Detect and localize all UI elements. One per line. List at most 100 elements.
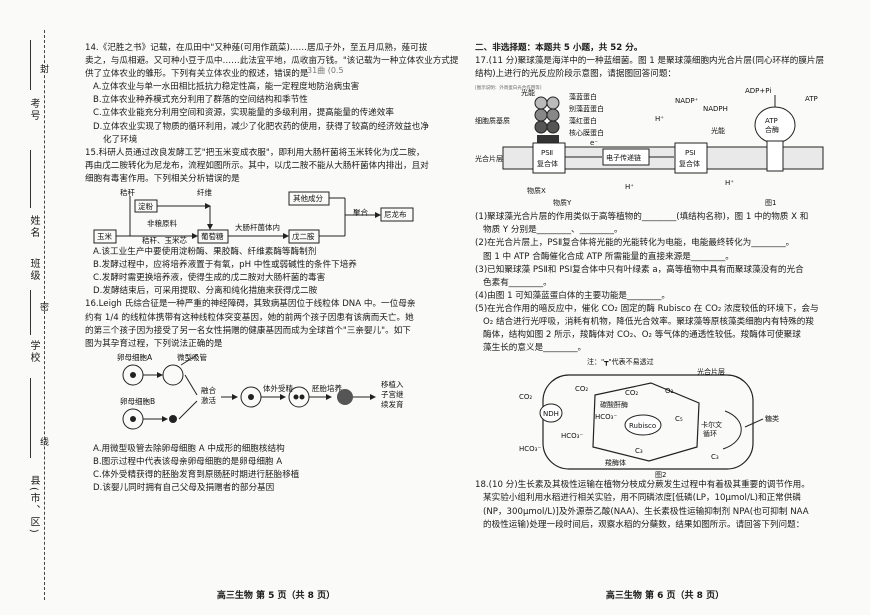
school-label: 学校: [28, 340, 39, 364]
label-glucose: 葡萄糖: [201, 231, 224, 241]
label-nylon: 尼龙布: [384, 209, 407, 219]
label-fuse-2: 激活: [201, 395, 216, 405]
label-apc: 别藻蓝蛋白: [569, 104, 604, 113]
q14-line-1: 14.《汜胜之书》记载，在瓜田中"又种薤(可用作蔬菜)……居瓜子外，至五月瓜熟，…: [85, 43, 428, 53]
fig2-note: 注："┳"代表不易透过: [587, 357, 654, 366]
q17-sub-5d: 藻生长的意义是________。: [483, 343, 587, 354]
q16-line-1: 16.Leigh 氏综合征是一种严重的神经障碍，其致病基因位于线粒体 DNA 中…: [85, 299, 416, 310]
label-lamella-2: 光合片层: [697, 367, 725, 376]
q17-intro-2: 结构)上进行的光反应阶段示意图，请据图回答问题：: [475, 69, 677, 80]
carboxysome: [592, 382, 700, 462]
label-cellulose: 纤维: [197, 187, 212, 197]
label-light-1: 光能: [521, 88, 535, 97]
label-e: e⁻: [590, 139, 598, 147]
label-lamella: 光合片层: [475, 154, 503, 163]
q15-option-d: D.发酵结束后，可采用提取、分离和纯化措施来获得戊二胺: [93, 286, 318, 297]
label-co2-b: CO₂: [625, 389, 638, 397]
q16-ivf-diagram: 卵母细胞A 微型吸管 卵母细胞B 融合: [85, 351, 467, 443]
label-pe: 藻红蛋白: [569, 116, 597, 125]
county-label: 县(市、区): [28, 475, 39, 535]
q17-sub-5b: O₂ 结合进行光呼吸，消耗有机物，降低光合效率。聚球藻等原核藻类细胞内有特殊的羧: [483, 317, 814, 328]
section-title: 二、非选择题：本题共 5 小题，共 52 分。: [475, 43, 643, 53]
q18-line-3: (NP，300μmol/L)]及外源萘乙酸(NAA)、生长素极性运输抑制剂 NP…: [483, 506, 809, 517]
question-15: 15.科研人员通过改良发酵工艺"把玉米变成衣服"，即利用大肠杆菌将玉米转化为戊二…: [85, 147, 467, 299]
q16-option-c: C.体外受精获得的胚胎发育到原肠胚时期进行胚胎移植: [93, 469, 300, 480]
fig2-caption: 图2: [655, 471, 666, 479]
label-ecoli: 大肠杆菌体内: [235, 222, 280, 232]
q17-sub-1b: 物质 Y 分别是________、________。: [483, 225, 623, 236]
q17-sub-5a: (5)在光合作用的暗反应中，催化 CO₂ 固定的酶 Rubisco 在 CO₂ …: [475, 303, 819, 314]
label-c3b: C₃: [711, 453, 719, 461]
fig1-caption: 图1: [765, 199, 776, 207]
q17-sub-2a: (2)在光合片层上，PSⅡ复合体将光能的光能转化为电能，电能最终转化为_____…: [475, 238, 795, 249]
label-embryo: 胚胎培养: [312, 383, 342, 393]
page-6-footer: 高三生物 第 6 页（共 8 页）: [605, 590, 725, 601]
label-co2-a: CO₂: [575, 385, 588, 393]
q14-option-a: A.立体农业与单一水田相比抵抗力稳定性高，能一定程度地防治病虫害: [93, 82, 360, 93]
label-atp: ATP: [805, 95, 818, 103]
label-carboxysome: 羧酶体: [605, 458, 626, 467]
label-starch: 淀粉: [138, 201, 153, 211]
q14-line-3: 供了立体农业的雏形。下列有关立体农业的叙述，错误的是: [85, 69, 309, 80]
seal-mark-1: 封: [40, 65, 50, 75]
label-etc: 电子传递链: [606, 153, 641, 162]
egg-b-extracted-nucleus: [169, 414, 177, 423]
q17-sub-3b: 色素有________。: [483, 277, 552, 288]
fig1-tiny-caption: [图示说明：外周蛋白光合作用等]: [475, 84, 542, 91]
label-x: 物质X: [527, 186, 546, 195]
page-6: 二、非选择题：本题共 5 小题，共 52 分。 17.(11 分)聚球藻是海洋中…: [475, 0, 855, 615]
q17-sub-5c: 酶体，结构如图 2 所示，羧酶体对 CO₂、O₂ 等气体的通透性较低。羧酶体可使…: [483, 330, 801, 341]
question-14: 14.《汜胜之书》记载，在瓜田中"又种薤(可用作蔬菜)……居瓜子外，至五月瓜熟，…: [85, 42, 467, 147]
label-polymer: 聚合: [353, 207, 368, 217]
q16-option-d: D.该婴儿同时拥有自己父母及捐赠者的部分基因: [93, 483, 275, 494]
label-ca: 碳酸酐酶: [600, 400, 628, 409]
egg-a-nucleus: [130, 371, 136, 378]
label-micro: 微型吸管: [177, 352, 207, 362]
label-y: 物质Y: [553, 198, 572, 207]
label-matrix: 细胞质基质: [475, 116, 510, 125]
seal-mark-2: 密: [40, 303, 50, 313]
label-ivf: 体外受精: [263, 383, 293, 393]
label-atp-syn-2: 合酶: [765, 125, 779, 134]
q16-option-a: A.用微型吸管去除卵母细胞 A 中成形的细胞核结构: [93, 443, 285, 454]
label-nongrain-1: 非粮原料: [147, 218, 177, 228]
q17-sub-3a: (3)已知聚球藻 PSⅡ和 PSⅠ复合体中只有叶绿素 a，高等植物中具有而聚球藻…: [475, 264, 804, 275]
school-line: [30, 378, 31, 458]
label-psi-1: PSⅠ: [685, 149, 696, 157]
atp-synthase-stalk: [766, 140, 784, 172]
q17-intro-1: 17.(11 分)聚球藻是海洋中的一种蓝细菌。图 1 是聚球藻细胞内光合片层(同…: [475, 56, 825, 67]
embryo: [337, 388, 353, 405]
class-label: 班级: [28, 258, 39, 282]
label-egg-b: 卵母细胞B: [120, 396, 155, 406]
q14-option-d: D.立体农业实现了物质的循环利用，减少了化肥农药的使用，获得了较高的经济效益也净: [93, 121, 429, 132]
core-protein: [537, 135, 559, 146]
figure-2: 注："┳"代表不易透过 光合片层 NDH CO₂ O₂ HCO₃⁻ HCO₃⁻ …: [475, 355, 855, 479]
q17-sub-4: (4)由图 1 可知藻蓝蛋白体的主要功能是________。: [475, 290, 670, 301]
question-18: 18.(10 分)生长素及其极性运输在植物分枝成分蕨发生过程中有着极其重要的调节…: [475, 479, 855, 531]
q15-flow-diagram: 淀粉 秸秆 纤维 玉米 非粮原料 秸秆、玉米芯 葡萄糖 大肠杆菌体内 戊二胺 其: [85, 186, 467, 246]
zygote: [288, 386, 310, 408]
label-calvin-1: 卡尔文: [701, 420, 722, 429]
q17-sub-1a: (1)聚球藻光合片层的作用类似于高等植物的________(填结构名称)，图 1…: [475, 212, 809, 223]
question-16: 16.Leigh 氏综合征是一种严重的神经障碍，其致病基因位于线粒体 DNA 中…: [85, 298, 467, 495]
label-psi-2: 复合体: [679, 159, 700, 168]
label-transplant-3: 续发育: [381, 399, 404, 409]
label-core: 核心膜蛋白: [569, 128, 604, 137]
q15-line-2: 再由戊二胺转化为尼龙布，流程如图所示。其中，以戊二胺不能从大肠杆菌体内排出，且对: [85, 160, 429, 171]
label-pc: 藻蓝蛋白: [569, 92, 597, 101]
seal-dashed-line: [44, 30, 45, 600]
cell-outline: [542, 374, 754, 470]
q15-option-a: A.该工业生产中要使用淀粉酶、果胶酶、纤维素酶等酶制剂: [93, 247, 317, 258]
membrane: [502, 146, 824, 170]
seal-mark-3: 线: [40, 438, 50, 448]
q14-option-c: C.立体农业能充分利用空间和资源，实现能量的多级利用，提高能量的传递效率: [93, 108, 394, 119]
psi-complex: [674, 142, 708, 174]
figure-1: [图示说明：外周蛋白光合作用等] 细胞质基质 光合片层 光能 藻蓝蛋白 别藻蓝蛋: [475, 81, 855, 211]
label-nadph: NADPH: [703, 105, 728, 113]
q15-line-1: 15.科研人员通过改良发酵工艺"把玉米变成衣服"，即利用大肠杆菌将玉米转化为戊二…: [85, 147, 425, 158]
micropipette: [180, 354, 198, 366]
label-co2-c: CO₂: [519, 393, 532, 401]
label-nadp: NADP⁺: [675, 97, 699, 105]
label-sugar: 糖类: [765, 414, 779, 423]
